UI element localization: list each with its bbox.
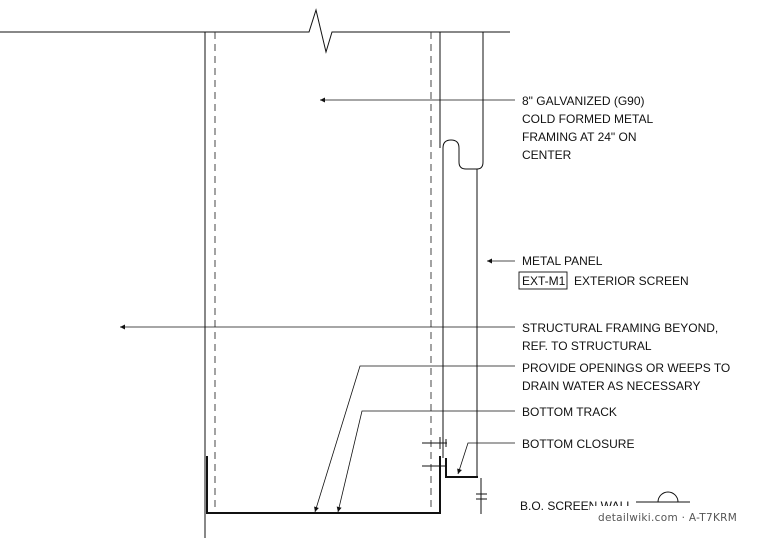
structural-note-line-2: REF. TO STRUCTURAL (522, 339, 652, 353)
bottom-track-note: BOTTOM TRACK (522, 405, 617, 419)
leader-bottom-closure (457, 442, 515, 475)
panel-description: EXTERIOR SCREEN (574, 274, 689, 288)
bottom-bolt (476, 478, 487, 514)
structural-note: STRUCTURAL FRAMING BEYOND, REF. TO STRUC… (522, 321, 718, 353)
bottom-track (206, 456, 441, 514)
framing-note: 8" GALVANIZED (G90) COLD FORMED METAL FR… (522, 94, 653, 162)
weeps-note: PROVIDE OPENINGS OR WEEPS TO DRAIN WATER… (522, 361, 730, 393)
metal-panel-note: METAL PANEL (522, 254, 603, 268)
framing-note-line-2: COLD FORMED METAL (522, 112, 653, 126)
bottom-closure-note: BOTTOM CLOSURE (522, 437, 634, 451)
watermark-background (590, 506, 752, 528)
panel-tag-box (518, 271, 568, 290)
panel-tag: EXT-M1 (522, 274, 566, 288)
framing-note-line-4: CENTER (522, 148, 572, 162)
screw-fastener-upper (422, 437, 447, 449)
leader-bottom-track (336, 410, 515, 513)
screw-fastener-lower (422, 460, 447, 472)
level-marker-icon (636, 491, 690, 503)
leader-weeps (314, 365, 515, 513)
weeps-note-line-2: DRAIN WATER AS NECESSARY (522, 379, 700, 393)
watermark: detailwiki.com · A-T7KRM (598, 512, 737, 524)
framing-note-line-1: 8" GALVANIZED (G90) (522, 94, 645, 108)
weeps-note-line-1: PROVIDE OPENINGS OR WEEPS TO (522, 361, 730, 375)
top-break-line (0, 8, 510, 54)
metal-panel-upper (442, 32, 484, 458)
bottom-closure (445, 458, 478, 478)
framing-note-line-3: FRAMING AT 24" ON (522, 130, 637, 144)
structural-note-line-1: STRUCTURAL FRAMING BEYOND, (522, 321, 718, 335)
